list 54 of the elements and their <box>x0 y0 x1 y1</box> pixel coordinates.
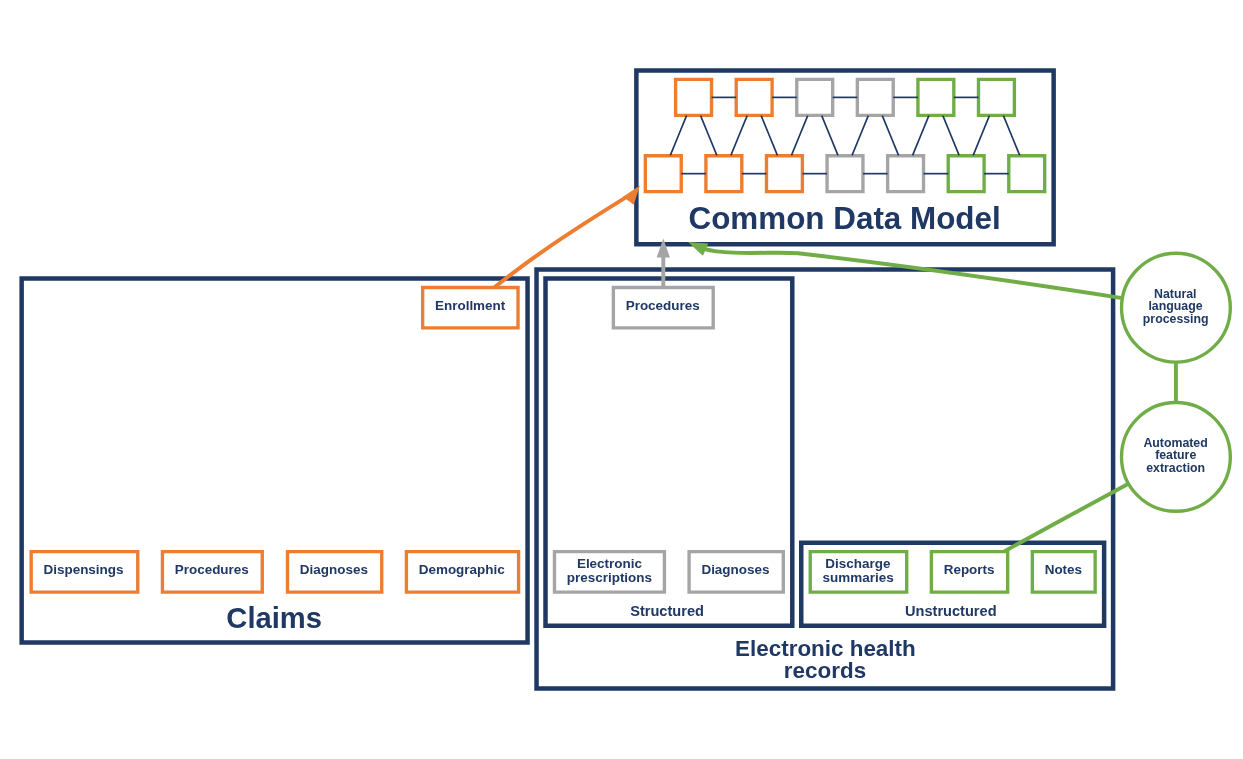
node-box <box>946 154 986 194</box>
connector <box>680 172 707 175</box>
connector <box>790 114 809 157</box>
connector <box>972 114 991 157</box>
node-box: Dispensings <box>29 550 140 594</box>
node-box <box>916 77 956 117</box>
node-box <box>825 154 865 194</box>
connector <box>820 114 839 157</box>
connector <box>1002 114 1021 157</box>
node-box: Discharge summaries <box>808 550 909 594</box>
arrow <box>493 185 640 289</box>
connector <box>851 114 870 157</box>
node-box: Procedures <box>160 550 264 594</box>
connector <box>1173 362 1178 403</box>
node-box: Notes <box>1030 550 1097 594</box>
connector <box>669 114 688 157</box>
node-box <box>643 154 683 194</box>
node-box <box>976 77 1017 117</box>
node-box <box>795 77 835 117</box>
connector <box>699 114 718 157</box>
connector <box>801 172 828 175</box>
node-box <box>673 77 714 117</box>
cluster: Common Data Model <box>634 68 1056 247</box>
node-box <box>1007 154 1047 194</box>
connector <box>760 114 779 157</box>
connector <box>1003 481 1130 554</box>
node-box: Enrollment <box>421 285 520 330</box>
node-box: Diagnoses <box>687 550 785 594</box>
node-box <box>734 77 774 117</box>
node-box: Demographic <box>404 550 521 594</box>
connector <box>911 114 930 157</box>
connector <box>922 172 949 175</box>
connector <box>983 172 1010 175</box>
node-box <box>704 154 744 194</box>
connector <box>881 114 900 157</box>
arrow <box>656 238 670 288</box>
node-circle: Automated feature extraction <box>1119 400 1232 513</box>
node-box: Electronic prescriptions <box>552 550 667 594</box>
node-circle: Natural language processing <box>1119 251 1232 364</box>
connector <box>892 96 919 99</box>
node-box <box>764 154 805 194</box>
connector <box>741 172 768 175</box>
connector <box>953 96 980 99</box>
connector <box>862 172 889 175</box>
node-box <box>885 154 926 194</box>
node-box: Diagnoses <box>285 550 384 594</box>
node-box: Reports <box>929 550 1010 594</box>
node-box <box>855 77 895 117</box>
connector <box>942 114 960 157</box>
node-box: Procedures <box>611 285 715 330</box>
connector <box>771 96 798 99</box>
connector <box>710 96 737 99</box>
connector <box>831 96 859 99</box>
connector <box>730 114 748 157</box>
